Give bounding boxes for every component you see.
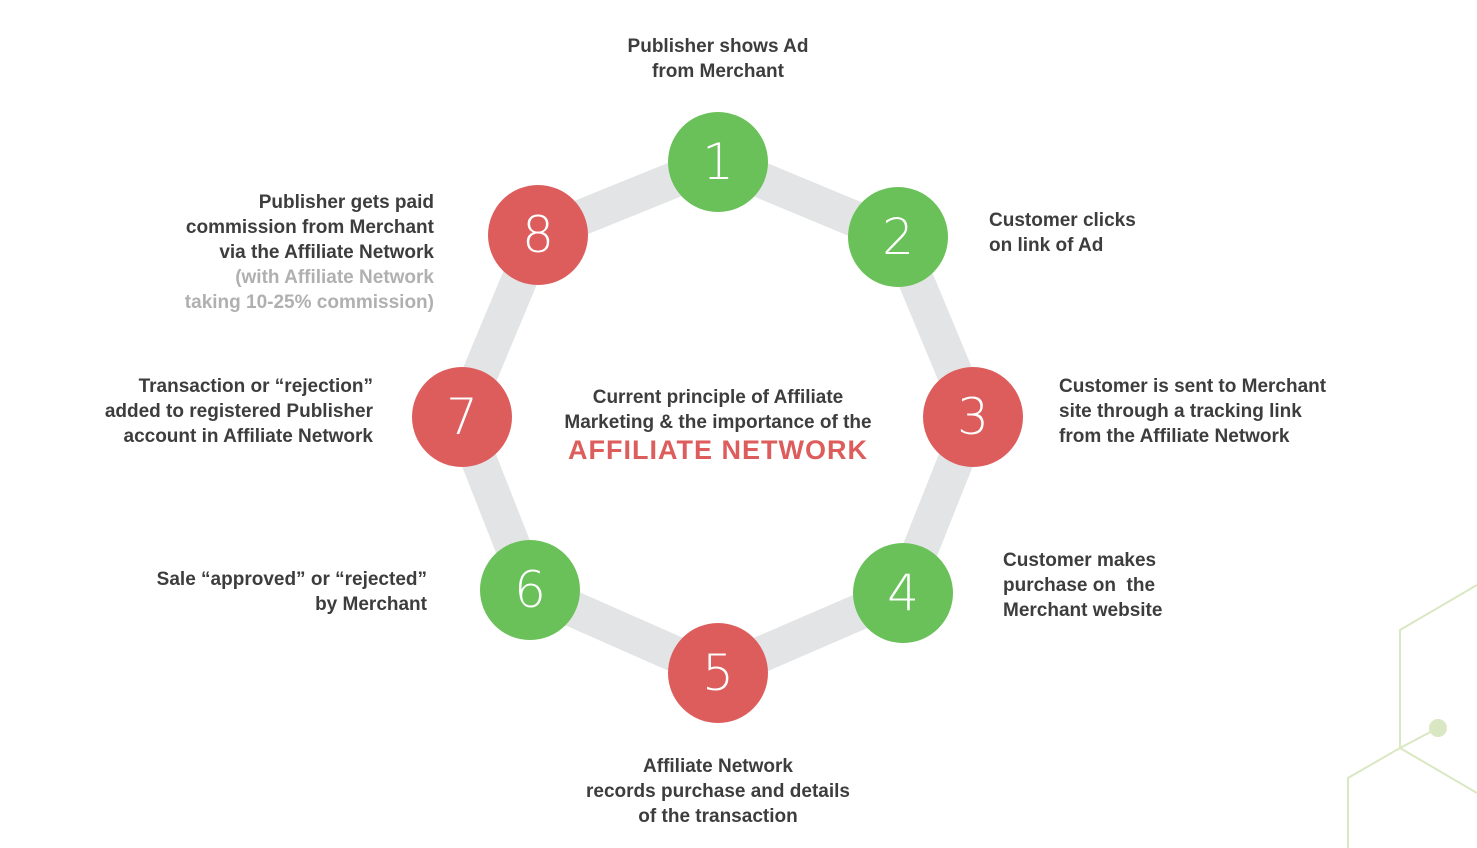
step-4-line-3: Merchant website — [1003, 600, 1163, 621]
step-4-line-1: Customer makes — [1003, 550, 1157, 571]
center-title-line-2: Marketing & the importance of the — [564, 412, 872, 433]
step-1-node: 1 — [668, 112, 768, 212]
center-title-emphasis: AFFILIATE NETWORK — [568, 435, 868, 465]
step-5-number: 5 — [702, 644, 734, 702]
step-2-node: 2 — [848, 187, 948, 287]
step-2-line-2: on link of Ad — [989, 235, 1104, 256]
step-1-line-1: Publisher shows Ad — [627, 36, 809, 57]
step-3-number: 3 — [957, 388, 989, 446]
step-6-node: 6 — [480, 540, 580, 640]
step-3-label: Customer is sent to Merchant site throug… — [1059, 374, 1326, 449]
step-5-node: 5 — [668, 623, 768, 723]
step-2-line-1: Customer clicks — [989, 210, 1136, 231]
center-title-line-1: Current principle of Affiliate — [592, 387, 844, 408]
step-8-line-2: commission from Merchant — [185, 217, 434, 238]
step-4-label: Customer makes purchase on the Merchant … — [1003, 548, 1162, 623]
step-4-line-2: purchase on the — [1003, 575, 1156, 596]
step-2-number: 2 — [882, 208, 914, 266]
step-8-line-3: via the Affiliate Network — [219, 242, 434, 263]
center-title: Current principle of Affiliate Marketing… — [548, 385, 888, 465]
decorative-hex-lines — [1347, 584, 1477, 848]
step-6-number: 6 — [514, 561, 546, 619]
step-5-line-3: of the transaction — [638, 806, 798, 827]
step-5-line-1: Affiliate Network — [643, 756, 793, 777]
step-8-muted-line-1: (with Affiliate Network — [235, 267, 434, 288]
step-5-label: Affiliate Network records purchase and d… — [568, 754, 868, 829]
step-3-line-1: Customer is sent to Merchant — [1059, 376, 1327, 397]
step-4-number: 4 — [887, 564, 919, 622]
step-6-line-2: by Merchant — [315, 594, 427, 615]
step-6-line-1: Sale “approved” or “rejected” — [156, 569, 427, 590]
step-8-line-1: Publisher gets paid — [258, 192, 434, 213]
step-4-node: 4 — [853, 543, 953, 643]
step-3-line-2: site through a tracking link — [1059, 401, 1302, 422]
step-6-label: Sale “approved” or “rejected” by Merchan… — [157, 567, 427, 617]
step-7-node: 7 — [412, 367, 512, 467]
step-7-number: 7 — [446, 388, 478, 446]
step-8-muted-line-2: taking 10-25% commission) — [184, 292, 434, 313]
step-1-number: 1 — [702, 133, 734, 191]
step-8-label: Publisher gets paid commission from Merc… — [185, 190, 434, 315]
step-8-number: 8 — [522, 206, 554, 264]
step-7-line-2: added to registered Publisher — [104, 401, 373, 422]
hex-node-dot — [1429, 719, 1447, 737]
step-2-label: Customer clicks on link of Ad — [989, 208, 1136, 258]
step-7-line-1: Transaction or “rejection” — [138, 376, 373, 397]
step-3-line-3: from the Affiliate Network — [1059, 426, 1290, 447]
step-3-node: 3 — [923, 367, 1023, 467]
step-7-label: Transaction or “rejection” added to regi… — [105, 374, 373, 449]
step-8-node: 8 — [488, 185, 588, 285]
step-5-line-2: records purchase and details — [586, 781, 850, 802]
step-1-label: Publisher shows Ad from Merchant — [598, 34, 838, 84]
step-1-line-2: from Merchant — [652, 61, 784, 82]
step-7-line-3: account in Affiliate Network — [123, 426, 374, 447]
